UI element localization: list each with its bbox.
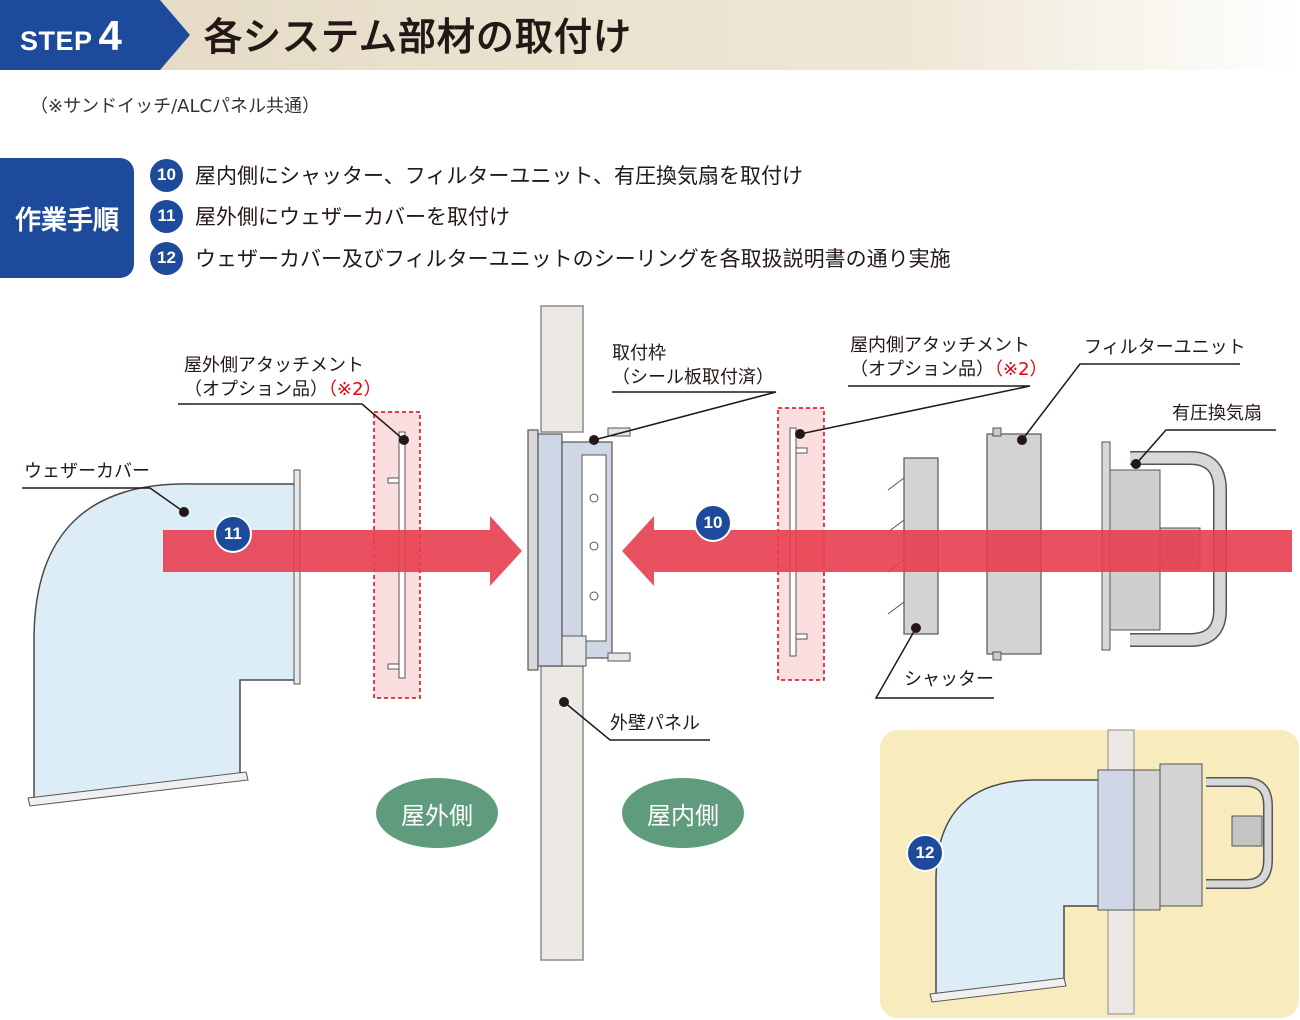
mounting-frame	[527, 427, 631, 671]
label-indoor-attachment: 屋内側アタッチメント （オプション品）（※2）	[850, 335, 1048, 380]
step-number-badge: 10	[150, 158, 183, 192]
arrow-badge-10: 10	[694, 504, 732, 542]
applicability-note: （※サンドイッチ/ALCパネル共通）	[30, 96, 321, 117]
arrow-11	[163, 516, 522, 586]
leader-wall-panel	[563, 701, 710, 741]
step-number: 4	[98, 12, 123, 59]
arrow-badge-11: 11	[214, 515, 252, 553]
leader-fan	[1135, 429, 1276, 465]
label-weather-cover: ウェザーカバー	[24, 461, 150, 482]
step-text: ウェザーカバー及びフィルターユニットのシーリングを各取扱説明書の通り実施	[195, 247, 951, 271]
step-text: 屋内側にシャッター、フィルターユニット、有圧換気扇を取付け	[195, 164, 803, 188]
leader-shutter	[874, 627, 994, 699]
step-number-badge: 11	[150, 199, 183, 233]
work-procedure-label: 作業手順	[0, 158, 134, 278]
arrow-10	[622, 516, 1292, 586]
page-title: 各システム部材の取付け	[204, 15, 632, 59]
procedure-step-11: 11 屋外側にウェザーカバーを取付け	[150, 199, 510, 233]
label-wall-panel: 外壁パネル	[610, 713, 700, 734]
label-outdoor-attachment: 屋外側アタッチメント （オプション品）（※2）	[184, 355, 382, 400]
step-chevron	[0, 0, 190, 70]
leader-filter-unit	[1021, 363, 1240, 441]
inset-illustration	[929, 729, 1273, 1015]
weather-cover-drip	[27, 771, 249, 807]
procedure-step-12: 12 ウェザーカバー及びフィルターユニットのシーリングを各取扱説明書の通り実施	[150, 241, 951, 275]
leader-weather-cover	[22, 487, 185, 513]
wall-panel-upper	[540, 305, 584, 433]
weather-cover-flange	[293, 469, 301, 685]
label-mounting-frame: 取付枠 （シール板取付済）	[612, 343, 774, 388]
leader-indoor-attachment	[799, 385, 1031, 435]
step-number-badge: 12	[150, 241, 183, 275]
step-text: 屋外側にウェザーカバーを取付け	[195, 205, 510, 229]
zone-indoor-badge: 屋内側	[622, 778, 744, 848]
zone-outdoor-badge: 屋外側	[376, 778, 498, 848]
wall-panel-lower	[540, 665, 584, 961]
label-pressure-fan: 有圧換気扇	[1172, 403, 1262, 424]
procedure-step-10: 10 屋内側にシャッター、フィルターユニット、有圧換気扇を取付け	[150, 158, 803, 192]
leader-outdoor-attachment	[178, 403, 405, 441]
label-shutter: シャッター	[904, 669, 994, 690]
label-filter-unit: フィルターユニット	[1084, 337, 1246, 358]
leader-frame	[593, 391, 777, 441]
inset-badge-12: 12	[906, 834, 944, 872]
